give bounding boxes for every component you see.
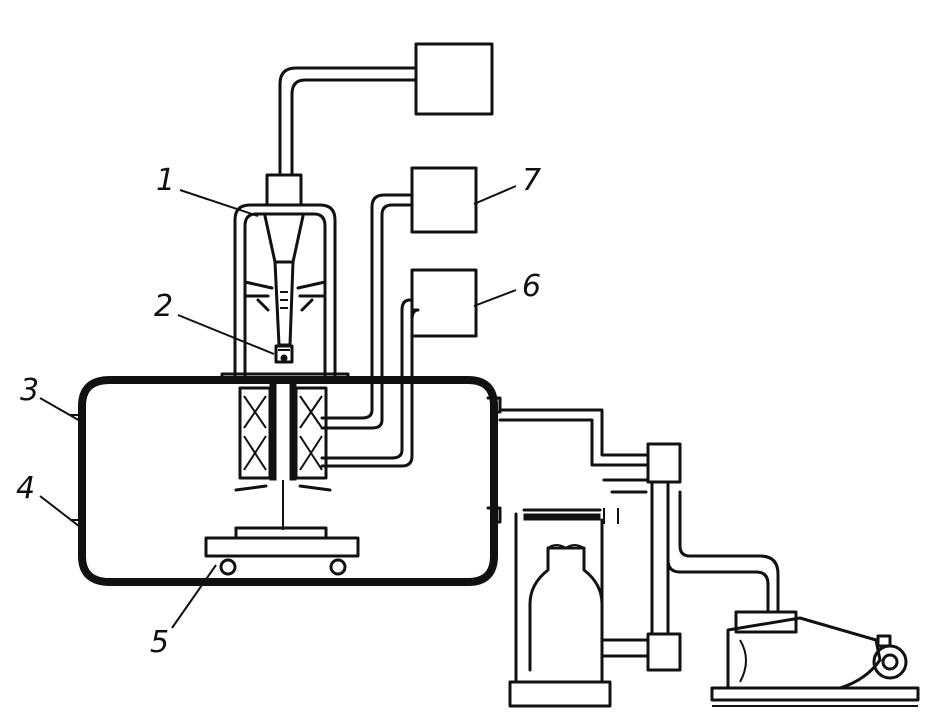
label-1: 1 xyxy=(156,163,175,198)
top-supply-unit xyxy=(278,42,494,177)
work-table xyxy=(204,526,360,576)
label-6: 6 xyxy=(522,269,541,304)
electron-gun-column xyxy=(233,173,337,382)
label-4: 4 xyxy=(16,471,35,506)
label-leaders xyxy=(39,185,517,629)
label-7: 7 xyxy=(522,163,541,198)
label-3: 3 xyxy=(20,373,39,408)
unit-6-box xyxy=(320,268,478,468)
vacuum-chamber xyxy=(70,372,502,586)
magnetic-lens xyxy=(234,383,332,530)
label-2: 2 xyxy=(154,289,173,324)
rotary-pump xyxy=(710,610,920,707)
label-5: 5 xyxy=(150,625,169,660)
diffusion-pump xyxy=(508,512,612,708)
pumping-system xyxy=(498,408,780,672)
unit-7-box xyxy=(320,166,478,430)
